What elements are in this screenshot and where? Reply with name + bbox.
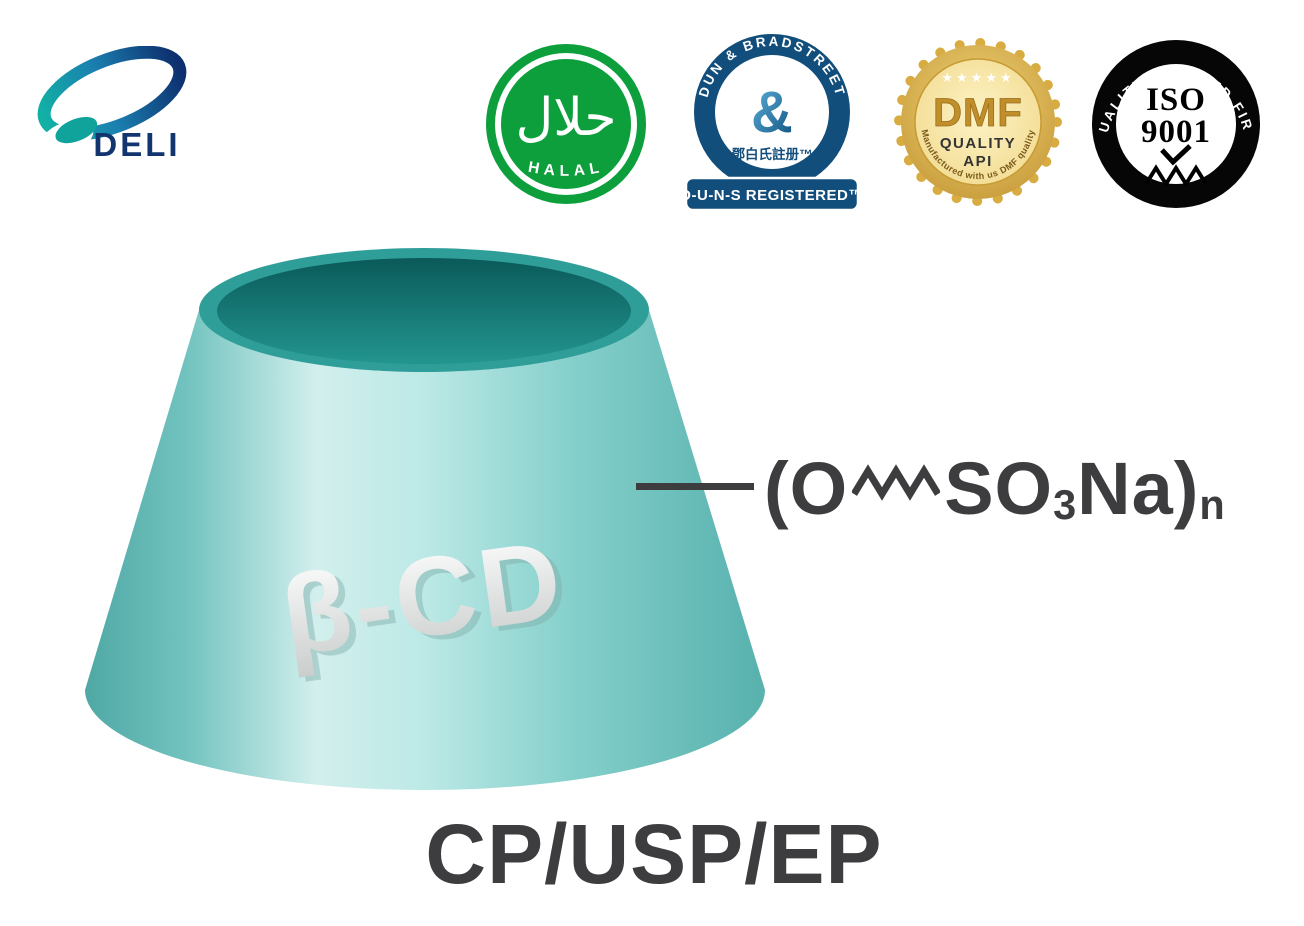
bond-line [636,483,754,490]
dmf-scallop-edge [894,38,1062,206]
iso-badge: QUALITY ASSURED FIRM ISO 9001 [1088,36,1260,208]
cyclodextrin-cone: β-CD β-CD [85,248,765,790]
formula-na: Na) [1077,447,1200,530]
dmf-title: DMF [933,91,1023,135]
deli-logo: DELI [37,46,187,163]
dmf-badge: ★★★★★ DMF QUALITY API Manufactured with … [894,38,1062,206]
iso-checkmark-icon [1160,144,1192,166]
dmf-quality-text: QUALITY [940,135,1016,152]
duns-badge: DUN & BRADSTREET & 鄧白氏註册™ D-U-N-S REGIST… [680,34,864,212]
logo-leaf [55,116,98,144]
iso-9001-text: 9001 [1141,114,1211,150]
dnb-banner [684,176,860,212]
logo-swoosh [37,46,187,157]
logo-ellipse-ring [37,46,187,141]
iso-text: ISO [1146,82,1206,118]
formula-so: SO [944,447,1054,530]
dnb-ampersand-mark: & [751,80,793,145]
dnb-banner-text: D-U-N-S REGISTERED™ [680,187,864,204]
formula-open: (O [764,447,849,530]
halal-inner-disc [501,59,631,189]
cone-body [85,310,765,790]
formula-sub3: 3 [1053,480,1078,528]
dmf-inner-disc [914,58,1042,186]
halal-label: HALAL [527,159,605,180]
halal-arabic-text: حلال [516,88,617,148]
cone-opening [217,258,631,364]
dnb-chinese-text: 鄧白氏註册™ [732,146,813,162]
zigzag-bond-icon [851,464,942,501]
iso-wit-mark-icon [1144,164,1208,188]
halal-badge: حلال HALAL [486,44,646,204]
dmf-api-text: API [963,153,993,170]
logo-text: DELI [93,126,180,163]
iso-inner-disc [1116,64,1236,184]
dmf-stars: ★★★★★ [941,70,1014,85]
dnb-inner-disc [715,55,829,169]
pharma-standards-text: CP/USP/EP [425,807,883,901]
formula-subn: n [1199,480,1226,528]
formula-text: (O SO3Na)n [764,447,1226,530]
